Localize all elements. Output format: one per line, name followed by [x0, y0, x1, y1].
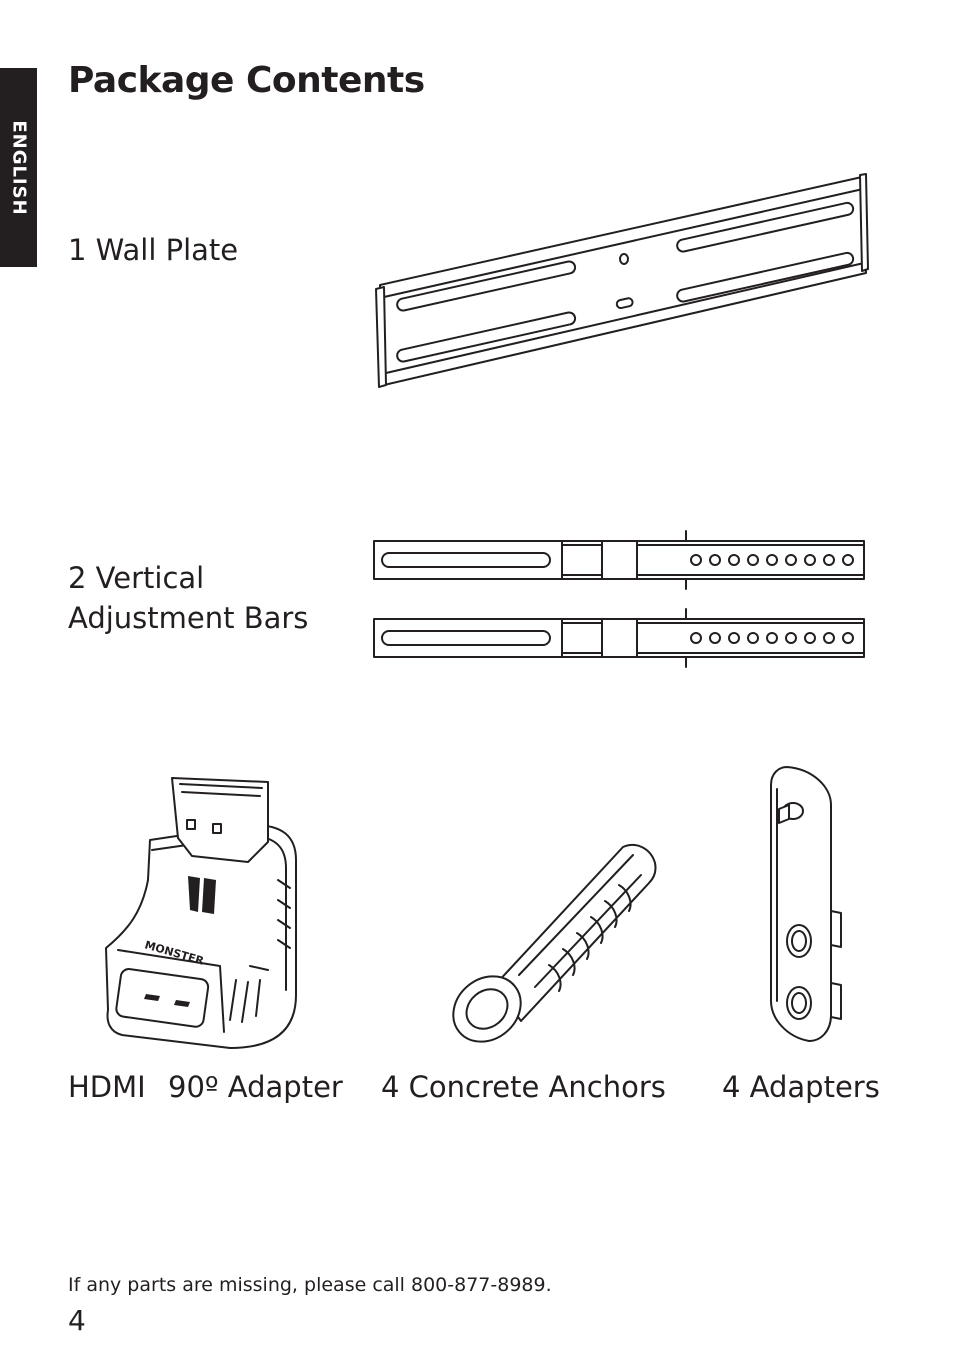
adjustment-bars-label-line1: 2 Vertical — [68, 561, 205, 595]
hdmi-label-prefix: HDMI — [68, 1070, 146, 1104]
concrete-anchor-illustration — [452, 844, 657, 1043]
anchors-label: 4 Concrete Anchors — [381, 1070, 666, 1104]
hdmi-adapter-illustration: MONSTER — [105, 777, 297, 1049]
adapter-illustration — [770, 766, 842, 1042]
page-number: 4 — [68, 1304, 86, 1337]
adjustment-bars-label-line2: Adjustment Bars — [68, 601, 309, 635]
language-tab: ENGLISH — [0, 68, 37, 267]
wall-plate-illustration — [375, 173, 869, 388]
wall-plate-label: 1 Wall Plate — [68, 233, 239, 267]
page-title: Package Contents — [68, 60, 425, 101]
adapters-label: 4 Adapters — [722, 1070, 880, 1104]
adjustment-bars-illustration — [373, 530, 865, 668]
missing-parts-note: If any parts are missing, please call 80… — [68, 1274, 552, 1296]
language-tab-label: ENGLISH — [8, 119, 29, 216]
hdmi-label-suffix: 90º Adapter — [168, 1070, 343, 1104]
